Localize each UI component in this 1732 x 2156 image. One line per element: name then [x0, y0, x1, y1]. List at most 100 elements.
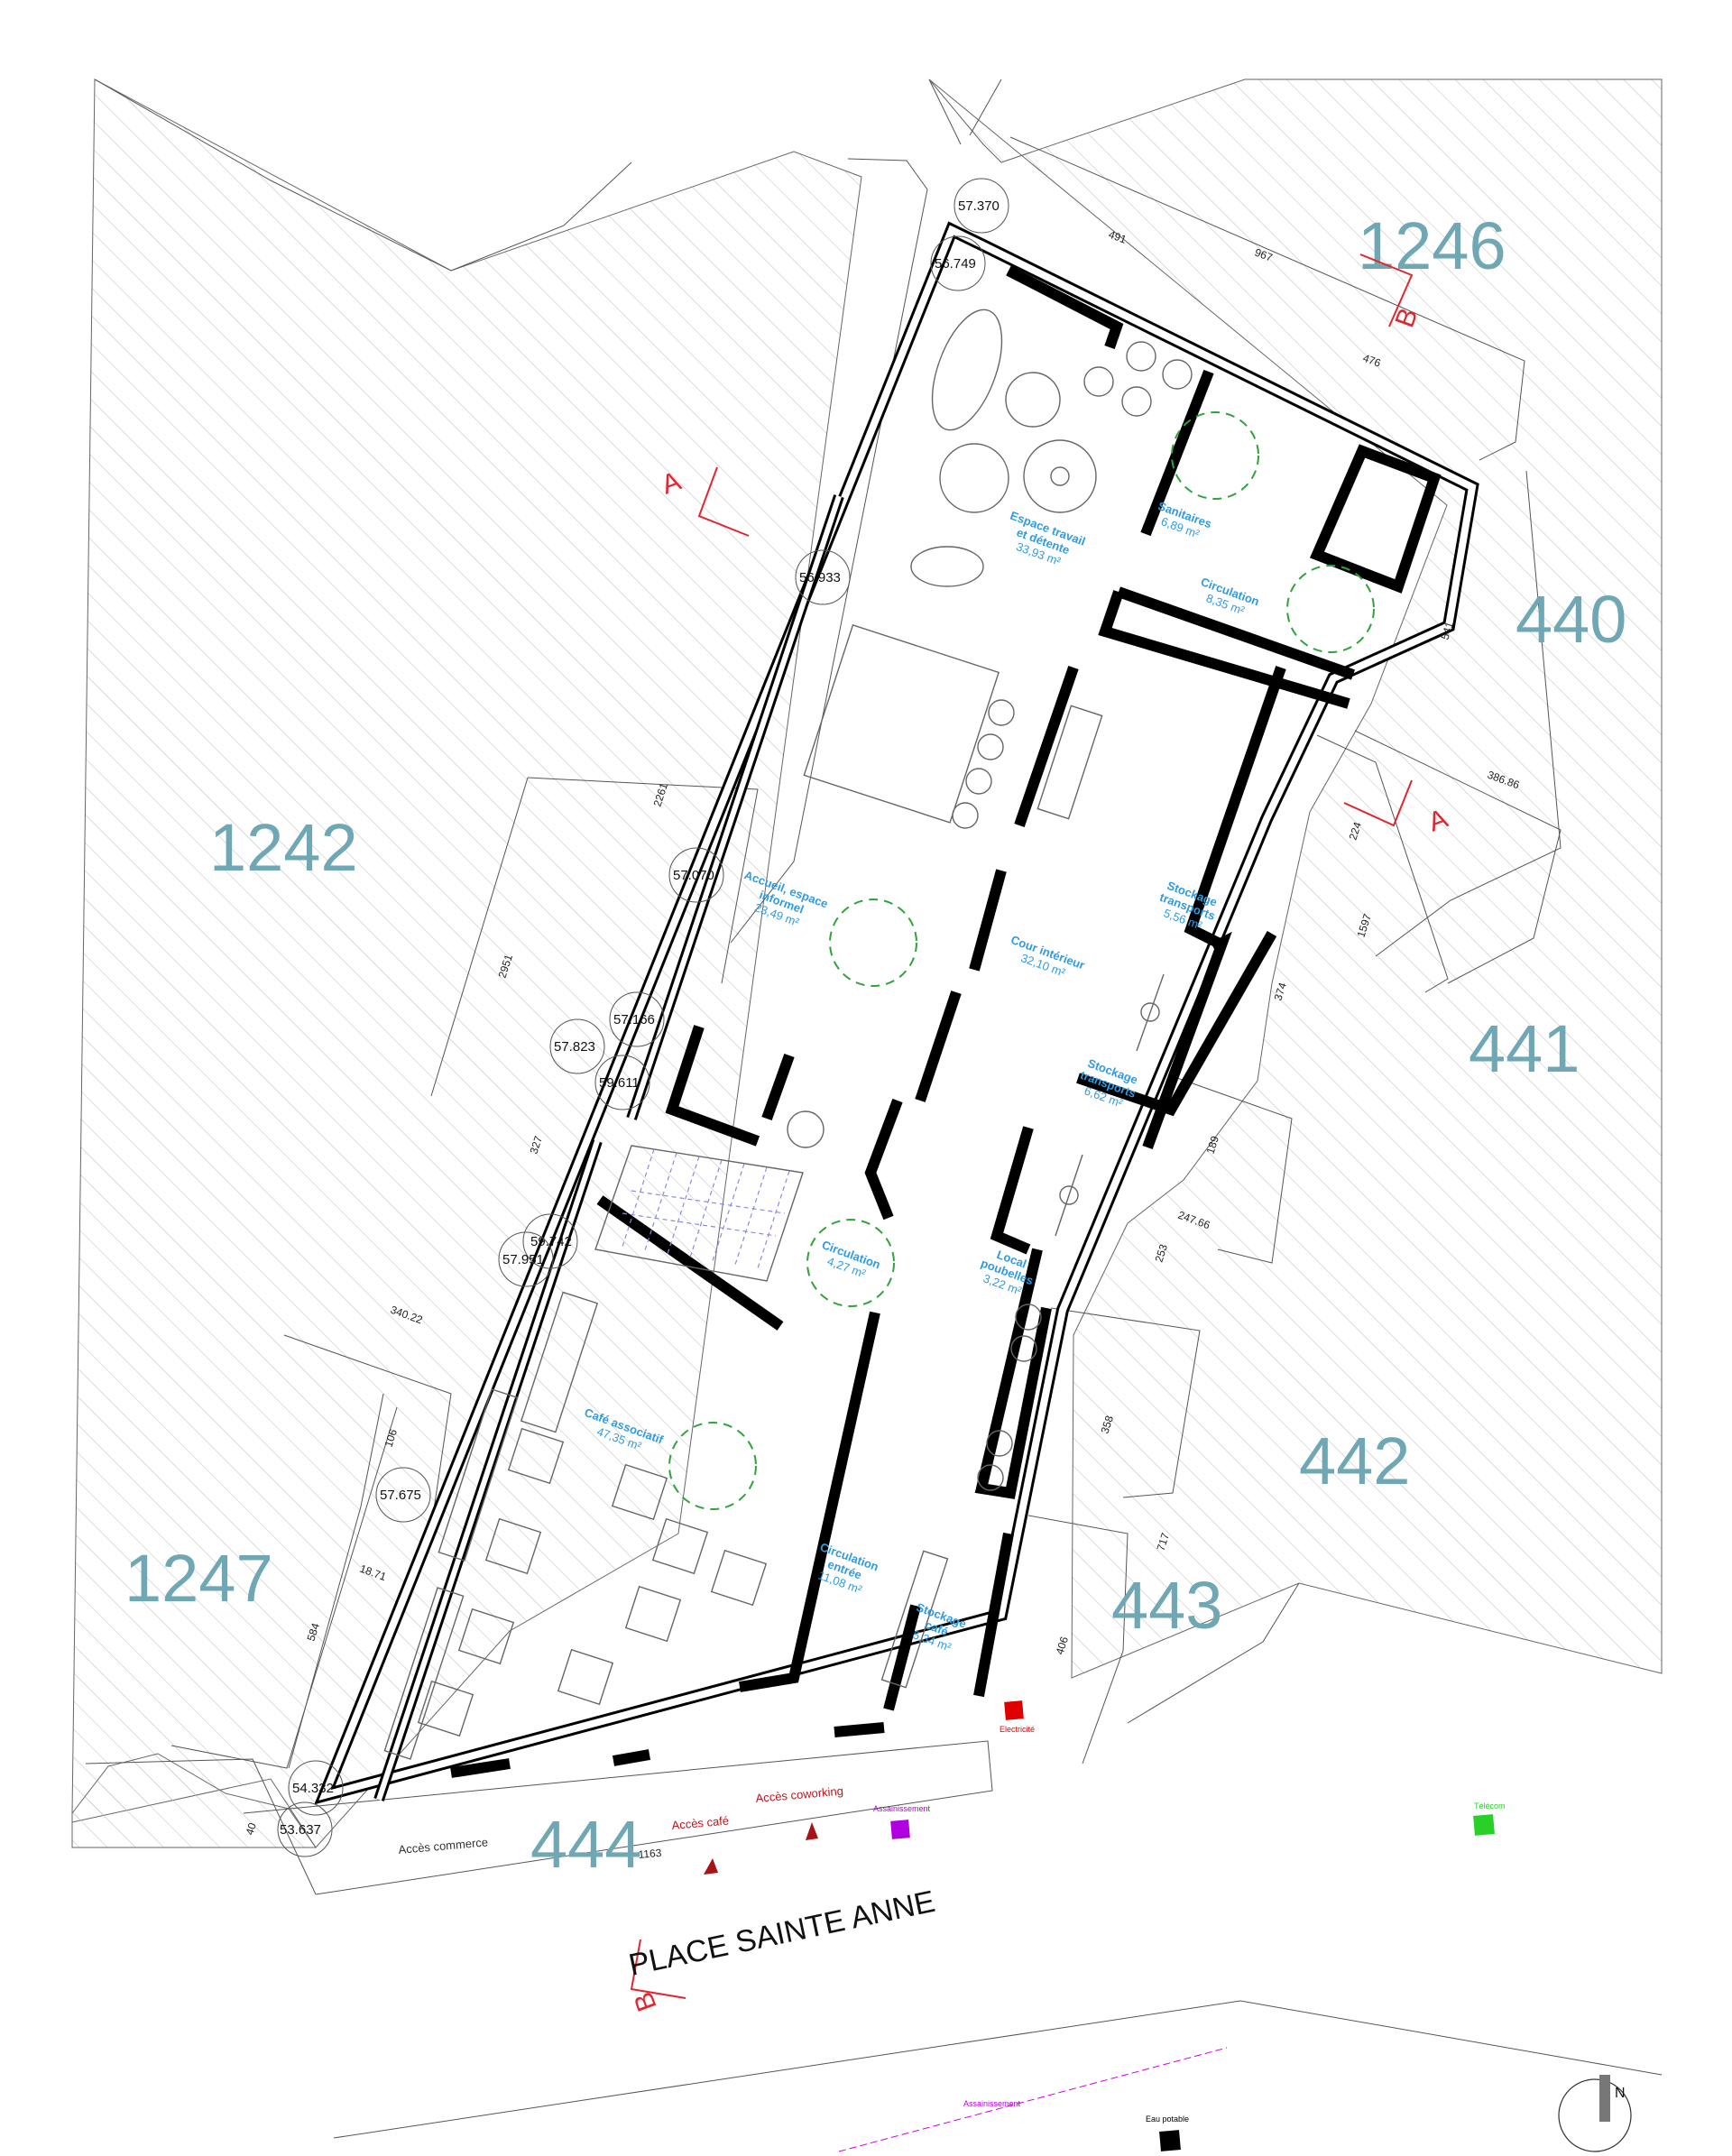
svg-text:57.370: 57.370	[958, 198, 1000, 214]
court-east-2	[1184, 666, 1286, 948]
lot-444: 444	[530, 1807, 641, 1882]
street-line-1	[243, 1740, 993, 1895]
electricite-marker	[1004, 1700, 1024, 1720]
parcel-line-5	[1375, 470, 1562, 957]
cafe-table-5	[507, 1427, 565, 1485]
lot-1247: 1247	[124, 1541, 273, 1616]
bike-wheel-2	[1059, 1185, 1079, 1205]
court-east-1	[1098, 590, 1350, 709]
room-espace-travail: Espace travail et détente 33,93 m²	[1009, 509, 1087, 568]
cafe-bottom-3	[834, 1722, 885, 1737]
north-bench	[1006, 265, 1124, 349]
court-wall-1	[1014, 666, 1079, 827]
court-wall-4	[864, 1098, 903, 1221]
cafe-table-7	[457, 1608, 515, 1665]
round-table-2-inner	[1050, 466, 1070, 486]
armchair-1	[1083, 366, 1114, 397]
tree-sanitaires	[1171, 411, 1259, 500]
parcel-line-8	[1050, 1307, 1201, 1498]
dim-584: 584	[305, 1621, 323, 1643]
parcel-line-2	[928, 78, 962, 145]
eau-potable-label: Eau potable	[1146, 2115, 1189, 2124]
telecom-marker	[1473, 1814, 1495, 1836]
lot-440: 440	[1516, 582, 1626, 657]
svg-text:59.742: 59.742	[530, 1234, 572, 1249]
lot-442: 442	[1299, 1424, 1410, 1498]
parcel-east-hatch	[928, 78, 1663, 1679]
court-east-4	[1076, 931, 1277, 1117]
court-east-7	[973, 1532, 1014, 1698]
svg-text:54.332: 54.332	[292, 1781, 334, 1796]
tree-circulation	[1286, 565, 1375, 653]
elev-10: 57.675	[375, 1467, 431, 1523]
room-cour-interieur: Cour intérieur 32,10 m²	[1009, 933, 1087, 980]
furniture	[383, 309, 1193, 1760]
dim-374: 374	[1272, 981, 1290, 1002]
parcel-line-11	[430, 777, 529, 1097]
stool-3	[965, 768, 992, 795]
elev-2: 56.749	[930, 235, 986, 291]
cafe-table-2	[651, 1517, 709, 1575]
parcel-line-1	[94, 78, 632, 272]
room-local-poubelles: Local poubelles 3,22 m²	[979, 1248, 1035, 1298]
bike-2	[1055, 1154, 1083, 1237]
svg-text:56.933: 56.933	[799, 570, 841, 585]
bike-1	[1136, 973, 1165, 1052]
parcel-line-7	[1176, 1077, 1293, 1264]
elevation-markers: 57.370 56.749 56.933 57.070 57.166 57.82…	[277, 178, 1009, 1857]
access-coworking-arrow	[806, 1822, 818, 1840]
dim-541: 541	[1439, 620, 1457, 641]
round-table-2	[1023, 439, 1097, 513]
tree-circulation-2	[806, 1219, 895, 1307]
dim-106: 106	[382, 1427, 401, 1449]
parcel-line-14	[288, 1393, 384, 1769]
cafe-table-8	[417, 1680, 474, 1737]
court-wall-5	[739, 1311, 880, 1692]
parcel-line-16	[1316, 734, 1449, 993]
dim-253: 253	[1153, 1242, 1171, 1264]
dim-491: 491	[1107, 228, 1129, 246]
dim-40: 40	[244, 1821, 260, 1837]
elev-1: 57.370	[954, 178, 1009, 234]
parcel-1247-hatch	[71, 1753, 317, 1848]
bike-wheel-1	[1140, 1002, 1160, 1022]
lot-441: 441	[1469, 1011, 1580, 1086]
sanitaires-wall-2	[1310, 444, 1442, 594]
armchair-2	[1121, 386, 1152, 417]
parcel-line-10	[527, 777, 759, 984]
elev-4: 57.070	[668, 847, 724, 903]
court-east-6	[974, 1248, 1052, 1499]
access-cafe-arrow	[704, 1858, 718, 1875]
dim-406: 406	[1054, 1635, 1072, 1656]
parcel-line-6	[1354, 730, 1562, 984]
svg-text:57.675: 57.675	[380, 1488, 421, 1503]
svg-text:57.951: 57.951	[502, 1252, 544, 1267]
cafe-storage-shelf	[880, 1550, 949, 1689]
dim-717: 717	[1155, 1531, 1173, 1553]
cafe-bench-1	[438, 1388, 519, 1562]
building-walls	[314, 221, 1479, 1805]
bin-3	[986, 1430, 1013, 1457]
court-east-3	[1142, 931, 1232, 1150]
access-points: Accès commerce Accès café Accès coworkin…	[398, 1784, 843, 1875]
bin-1	[1015, 1304, 1042, 1331]
round-table-1	[1005, 372, 1061, 428]
central-table	[803, 624, 1000, 824]
parcel-line-9	[1027, 1515, 1129, 1764]
lot-1242: 1242	[209, 810, 358, 885]
telecom-label: Télécom	[1474, 1801, 1506, 1810]
rug	[939, 443, 1009, 513]
cafe-table-6	[484, 1517, 542, 1575]
street-line-3	[333, 2000, 1663, 2139]
assainissement-pipe	[838, 2047, 1228, 2152]
lot-443: 443	[1111, 1568, 1222, 1643]
sanitaires-wall	[1140, 369, 1214, 537]
cafe-table-1	[624, 1585, 682, 1643]
section-b-south	[630, 1939, 686, 1999]
chair-accueil	[787, 1110, 825, 1148]
elev-7: 59.611	[594, 1055, 650, 1110]
trees	[668, 411, 1375, 1510]
bathtub-bench	[910, 546, 984, 587]
elev-5: 57.166	[609, 991, 665, 1047]
dim-224: 224	[1347, 820, 1365, 842]
